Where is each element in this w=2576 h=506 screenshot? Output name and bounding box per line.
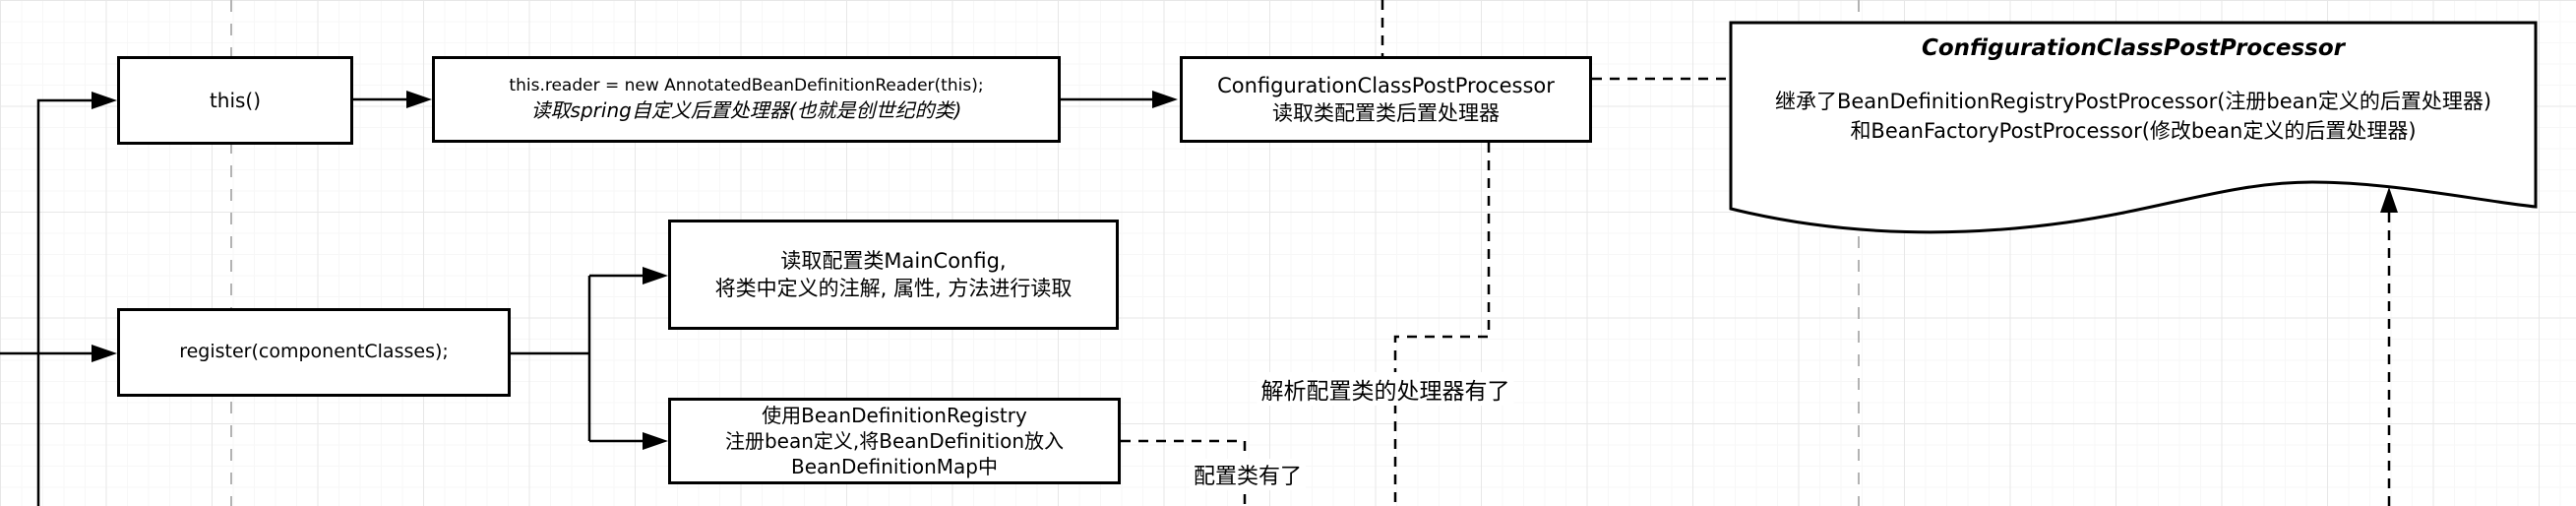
arrowhead-into-document — [2380, 187, 2398, 213]
arrowhead-into-read-config — [643, 267, 668, 285]
reader-note-line: 读取spring自定义后置处理器(也就是创世纪的类) — [530, 97, 962, 122]
this-label: this() — [209, 88, 262, 112]
connector-register-branch[interactable] — [511, 274, 643, 443]
flow-node-this[interactable]: this() — [117, 56, 353, 145]
processor-title: ConfigurationClassPostProcessor — [1217, 73, 1555, 97]
arrowhead-into-processor — [1152, 91, 1178, 108]
document-shape[interactable] — [1729, 21, 2538, 234]
flow-node-register[interactable]: register(componentClasses); — [117, 308, 511, 397]
read-config-line1: 读取配置类MainConfig, — [780, 248, 1007, 273]
annotation-config-ready[interactable]: 配置类有了 — [1189, 459, 1307, 490]
document-title: ConfigurationClassPostProcessor — [1922, 35, 2345, 61]
register-label: register(componentClasses); — [179, 341, 449, 363]
processor-subtitle: 读取类配置类后置处理器 — [1272, 101, 1500, 125]
bean-registry-line2: 注册bean定义,将BeanDefinition放入 — [724, 429, 1065, 453]
reader-code-line: this.reader = new AnnotatedBeanDefinitio… — [509, 76, 984, 96]
bean-registry-line3: BeanDefinitionMap中 — [790, 455, 998, 478]
read-config-line2: 将类中定义的注解, 属性, 方法进行读取 — [714, 277, 1073, 300]
flow-node-config-class-post-processor[interactable]: ConfigurationClassPostProcessor 读取类配置类后置… — [1180, 56, 1592, 143]
arrowhead-into-this — [92, 92, 117, 109]
arrowhead-into-register — [92, 345, 117, 362]
connector-dashed-processor-down[interactable] — [1393, 143, 1491, 506]
annotation-parser-ready[interactable]: 解析配置类的处理器有了 — [1257, 372, 1514, 406]
flow-node-bean-definition-registry[interactable]: 使用BeanDefinitionRegistry 注册bean定义,将BeanD… — [668, 398, 1121, 484]
document-line2: 和BeanFactoryPostProcessor(修改bean定义的后置处理器… — [1850, 119, 2417, 143]
connector-trunk-left[interactable] — [0, 98, 93, 506]
document-line1: 继承了BeanDefinitionRegistryPostProcessor(注… — [1774, 90, 2492, 113]
bean-registry-line1: 使用BeanDefinitionRegistry — [762, 404, 1027, 427]
arrowhead-into-bean-registry — [643, 432, 668, 450]
arrowhead-into-reader — [406, 91, 432, 108]
flow-node-reader[interactable]: this.reader = new AnnotatedBeanDefinitio… — [432, 56, 1061, 143]
document-note-config-class-post-processor[interactable]: ConfigurationClassPostProcessor 继承了BeanD… — [1731, 33, 2536, 146]
flow-node-read-config-class[interactable]: 读取配置类MainConfig, 将类中定义的注解, 属性, 方法进行读取 — [668, 220, 1119, 330]
